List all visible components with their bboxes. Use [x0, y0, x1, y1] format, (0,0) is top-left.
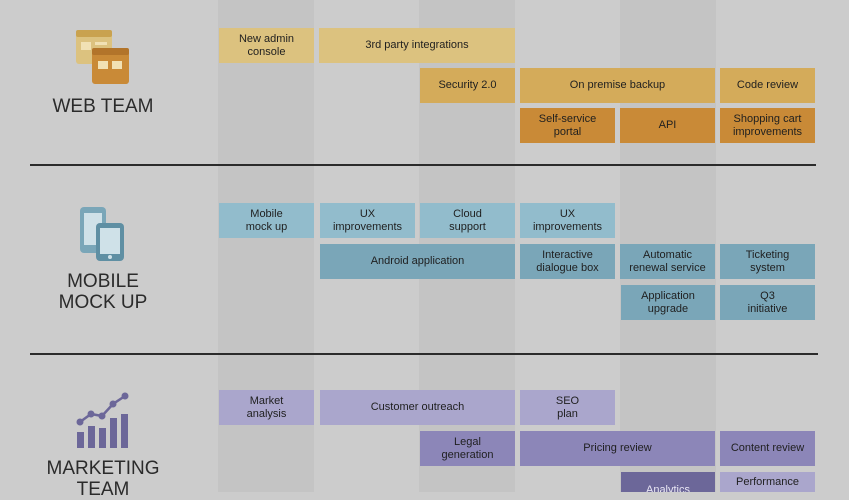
web-team-label: WEB TEAM	[52, 96, 154, 117]
task-pricing-review[interactable]: Pricing review	[520, 431, 715, 466]
task-security-2[interactable]: Security 2.0	[420, 68, 515, 103]
mobile-devices-icon	[80, 207, 124, 261]
web-window-icon	[76, 30, 129, 84]
task-market-analysis[interactable]: Market analysis	[219, 390, 314, 425]
task-cloud-support[interactable]: Cloud support	[420, 203, 515, 238]
task-content-review[interactable]: Content review	[720, 431, 815, 466]
marketing-chart-icon	[76, 392, 129, 448]
task-ux-improvements[interactable]: UX improvements	[320, 203, 415, 238]
task-api[interactable]: API	[620, 108, 715, 143]
task-application-upgrade[interactable]: Application upgrade	[621, 285, 715, 320]
mobile-team-header: MOBILE MOCK UP	[30, 205, 176, 313]
task-customer-outreach[interactable]: Customer outreach	[320, 390, 515, 425]
task-code-review[interactable]: Code review	[720, 68, 815, 103]
task-on-premise-backup[interactable]: On premise backup	[520, 68, 715, 103]
task-android-application[interactable]: Android application	[320, 244, 515, 279]
task-seo-plan[interactable]: SEO plan	[520, 390, 615, 425]
section-divider	[30, 164, 816, 166]
task-3rd-party-integrations[interactable]: 3rd party integrations	[319, 28, 515, 63]
task-ticketing-system[interactable]: Ticketing system	[720, 244, 815, 279]
task-automatic-renewal-service[interactable]: Automatic renewal service	[620, 244, 715, 279]
task-interactive-dialogue-box[interactable]: Interactive dialogue box	[520, 244, 615, 279]
task-legal-generation[interactable]: Legal generation	[420, 431, 515, 466]
task-self-service-portal[interactable]: Self-service portal	[520, 108, 615, 143]
task-mobile-mock-up[interactable]: Mobile mock up	[219, 203, 314, 238]
task-new-admin-console[interactable]: New admin console	[219, 28, 314, 63]
task-analytics[interactable]: Analytics	[621, 472, 715, 492]
mobile-team-label: MOBILE MOCK UP	[58, 271, 148, 313]
task-ux-improvements-2[interactable]: UX improvements	[520, 203, 615, 238]
task-performance[interactable]: Performance	[720, 472, 815, 492]
task-q3-initiative[interactable]: Q3 initiative	[720, 285, 815, 320]
web-team-header: WEB TEAM	[30, 28, 176, 117]
marketing-team-header: MARKETING TEAM	[30, 390, 176, 500]
section-divider	[30, 353, 818, 355]
task-shopping-cart-improvements[interactable]: Shopping cart improvements	[720, 108, 815, 143]
marketing-team-label: MARKETING TEAM	[46, 458, 160, 500]
